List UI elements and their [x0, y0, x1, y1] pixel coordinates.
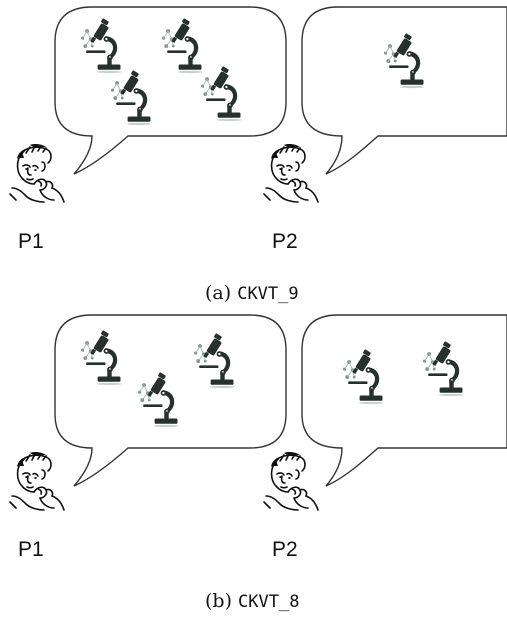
- label-p1: P1: [18, 538, 44, 561]
- caption-b: (b) CKVT_8: [205, 590, 299, 612]
- label-p1: P1: [18, 230, 44, 253]
- speech-bubble-p2: [301, 314, 507, 487]
- label-p2: P2: [272, 230, 298, 253]
- thinking-person-icon: [263, 452, 319, 511]
- panel-a: P1 P2 (a) CKVT_9: [9, 6, 507, 304]
- caption-a: (a) CKVT_9: [205, 282, 299, 304]
- speech-bubble-p2: [301, 6, 507, 175]
- thinking-person-icon: [9, 452, 65, 511]
- thinking-person-icon: [9, 144, 65, 203]
- label-p2: P2: [272, 538, 298, 561]
- panel-b: P1 P2 (b) CKVT_8: [9, 314, 507, 612]
- speech-bubble-p1: [54, 6, 287, 175]
- thinking-person-icon: [263, 144, 319, 203]
